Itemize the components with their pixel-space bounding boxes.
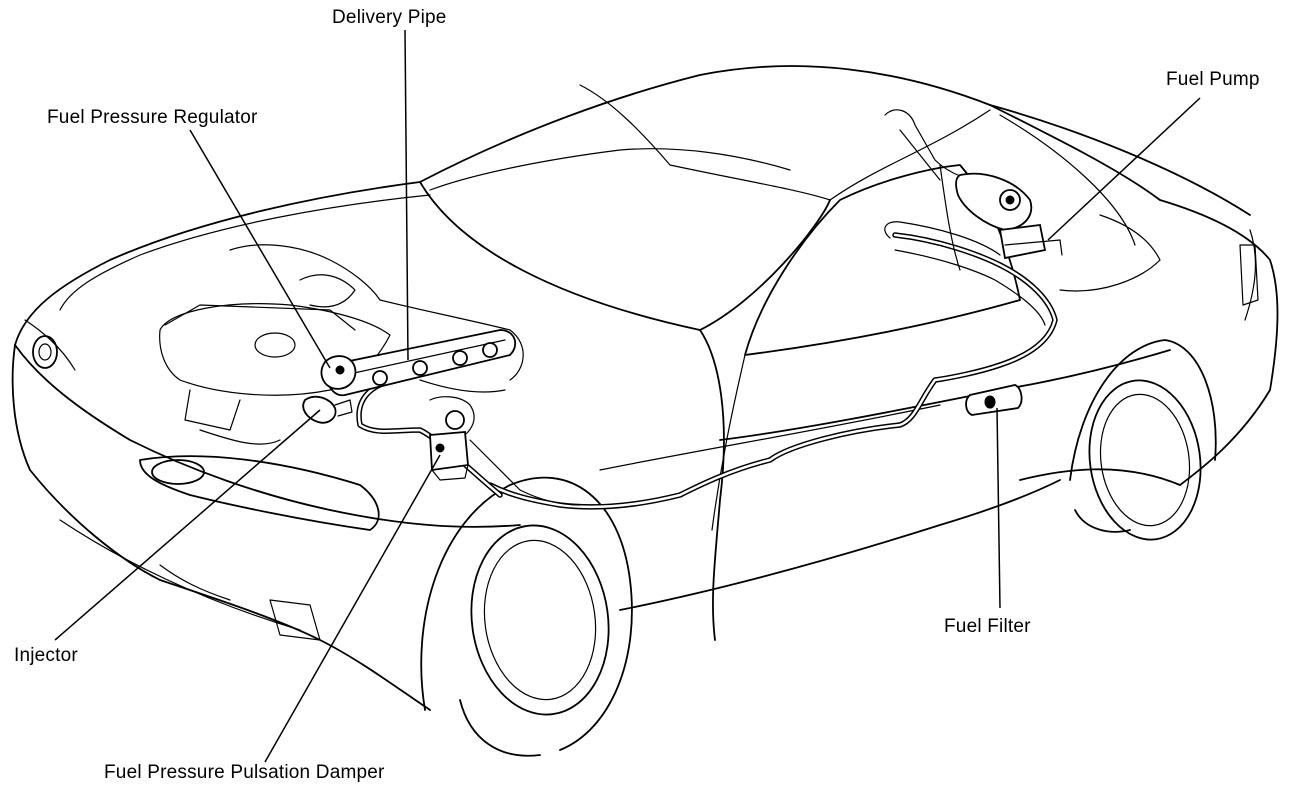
fuel-pressure-pulsation-damper-label: Fuel Pressure Pulsation Damper xyxy=(104,762,385,783)
fuel-pressure-regulator-label: Fuel Pressure Regulator xyxy=(47,107,258,128)
fuel-pump-label: Fuel Pump xyxy=(1166,69,1260,90)
delivery-pipe-assembly xyxy=(302,329,517,424)
front-wheel xyxy=(420,476,633,757)
delivery-pipe-label: Delivery Pipe xyxy=(332,7,447,28)
fuel-filter-label: Fuel Filter xyxy=(944,616,1031,637)
fuel-filter-part xyxy=(965,384,1023,416)
leader-lines xyxy=(54,29,1201,763)
car-body xyxy=(11,65,1279,711)
pulsation-damper xyxy=(429,410,469,481)
rear-wheel xyxy=(1069,339,1217,541)
injector-label: Injector xyxy=(14,645,78,666)
fuel-tank xyxy=(884,109,1063,271)
